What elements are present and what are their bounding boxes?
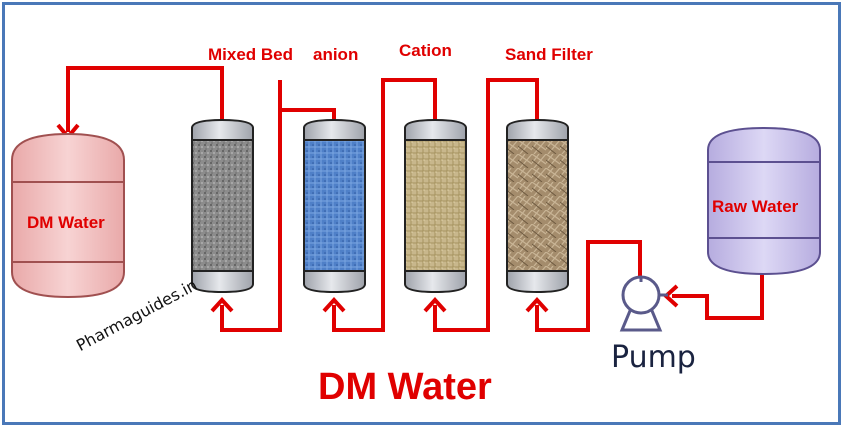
arrow-head-icon (322, 297, 346, 313)
label-anion: anion (313, 45, 359, 64)
page-title: DM Water (318, 366, 492, 408)
label-dm-water-tank: DM Water (27, 213, 105, 232)
pipe-mixedbed-to-dm-tank (66, 66, 224, 132)
dm-water-tank (11, 132, 125, 299)
arrow-head-icon (210, 297, 234, 313)
column-anion (303, 118, 366, 294)
arrow-heads (56, 123, 679, 313)
pipe-cation-to-anion (332, 78, 437, 332)
label-raw-water-tank: Raw Water (712, 197, 799, 216)
pipe-sand-to-cation (433, 78, 539, 332)
pipes (66, 66, 764, 332)
centrifugal-pump-icon (619, 275, 668, 332)
arrow-head-icon (525, 297, 549, 313)
raw-water-tank (707, 126, 821, 276)
label-pump: Pump (611, 340, 696, 375)
arrow-head-icon (423, 297, 447, 313)
label-sand-filter: Sand Filter (505, 45, 593, 64)
label-cation: Cation (399, 41, 452, 60)
pipe-raw-to-pump (672, 270, 764, 320)
column-cation (404, 118, 467, 294)
column-mixed-bed (191, 118, 254, 294)
label-mixed-bed: Mixed Bed (208, 45, 294, 64)
column-sand-filter (506, 118, 569, 294)
pipe-pump-to-sand (535, 240, 642, 332)
pipe-anion-to-mixedbed (220, 80, 336, 332)
